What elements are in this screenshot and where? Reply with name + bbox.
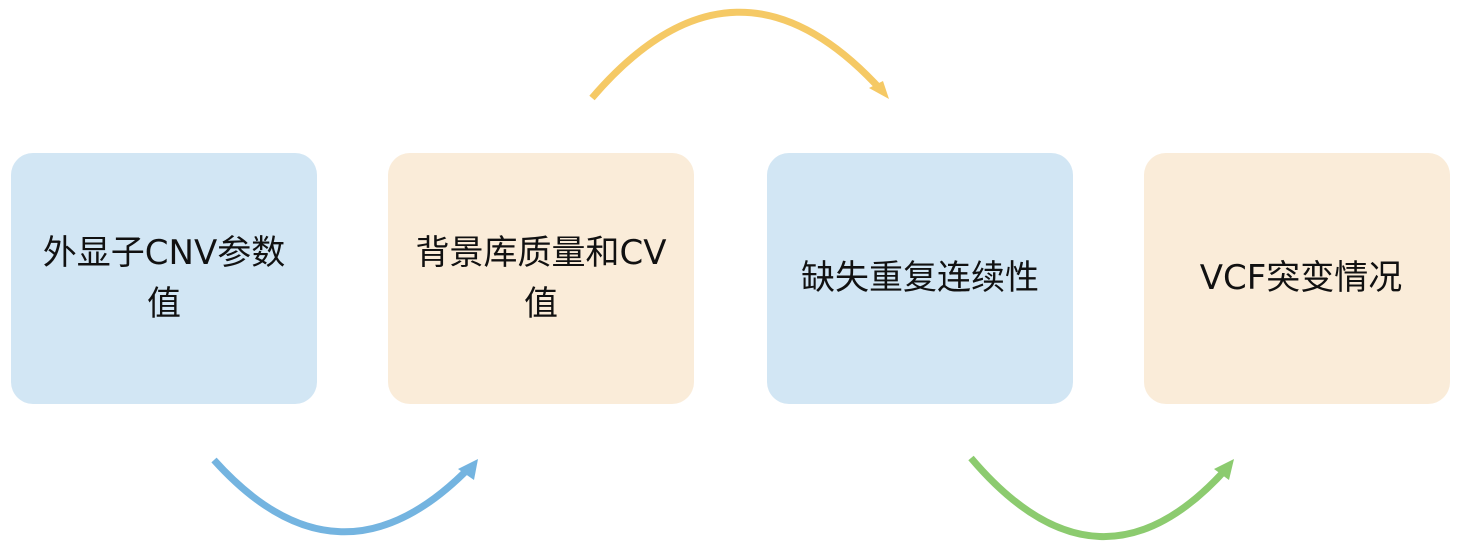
- step-label-1: 外显子CNV参数值: [42, 232, 286, 324]
- step-box-1: 外显子CNV参数值: [11, 153, 317, 404]
- curved-arrow-blue: [211, 457, 478, 536]
- arrowhead-yellow-icon: [869, 81, 889, 99]
- step-label-3: 缺失重复连续性: [801, 258, 1039, 298]
- curved-arrow-yellow: [589, 8, 889, 101]
- step-label-2: 背景库质量和CV值: [415, 232, 667, 324]
- step-label-4: VCF突变情况: [1199, 258, 1403, 298]
- arrowhead-blue-icon: [458, 459, 478, 480]
- curved-arrow-green: [968, 455, 1234, 541]
- arrowhead-green-icon: [1214, 459, 1234, 480]
- step-box-2: 背景库质量和CV值: [388, 153, 694, 404]
- step-box-4: VCF突变情况: [1144, 153, 1450, 404]
- step-box-3: 缺失重复连续性: [767, 153, 1073, 404]
